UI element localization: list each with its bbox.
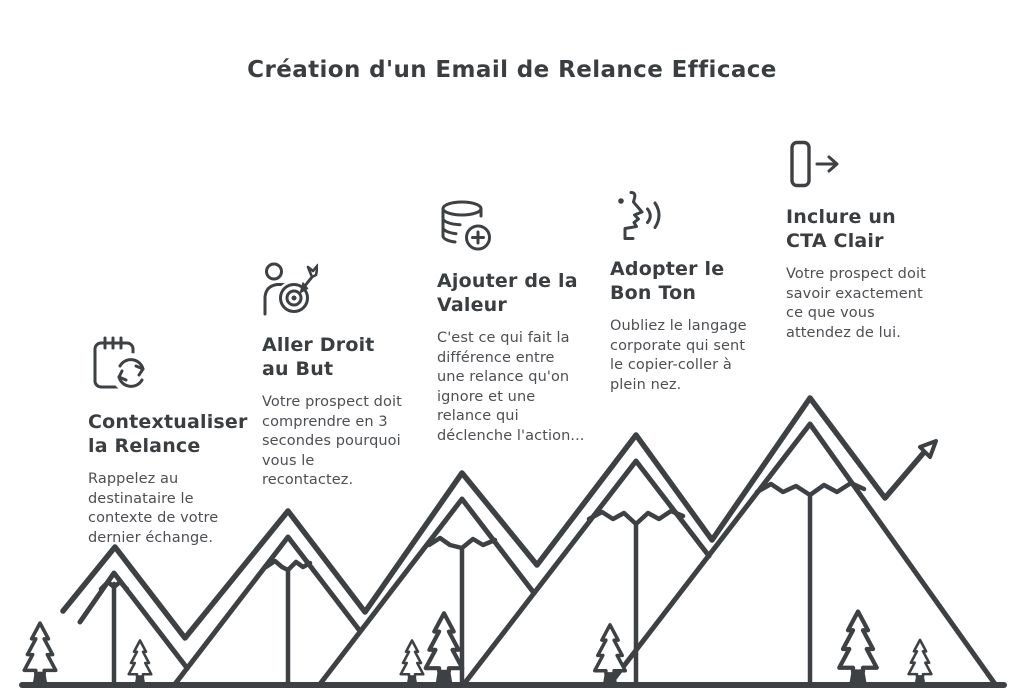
inner-ridge-3: [317, 496, 537, 687]
step-1: Contextualiser la Relance Rappelez au de…: [88, 336, 264, 548]
speaking-tone-icon: [610, 190, 786, 244]
inner-ridge-2: [172, 534, 363, 687]
step-3: Ajouter de la Valeur C'est ce qui fait l…: [437, 199, 613, 446]
step-4: Adopter le Bon Ton Oubliez le langage co…: [610, 190, 786, 395]
inner-ridge-5: [607, 421, 998, 687]
pine-tree: [592, 623, 628, 685]
pine-tree: [127, 639, 153, 685]
pine-tree: [839, 612, 877, 683]
step-body: Oubliez le langage corporate qui sent le…: [610, 318, 747, 393]
page-title: Création d'un Email de Relance Efficace: [247, 57, 777, 83]
database-add-icon: [437, 199, 613, 256]
step-title: Contextualiser la Relance: [88, 411, 248, 457]
step-2: Aller Droit au But Votre prospect doit c…: [262, 262, 438, 491]
inner-ridge-1: [77, 570, 190, 671]
pine-tree: [22, 621, 58, 685]
step-title: Inclure un CTA Clair: [786, 206, 896, 252]
cta-arrow-icon: [786, 140, 962, 192]
step-title: Aller Droit au But: [262, 334, 375, 380]
outer-ridgeline: [60, 395, 929, 641]
notepad-refresh-icon: [88, 336, 264, 397]
pine-tree: [399, 639, 425, 685]
step-body: Rappelez au destinataire le contexte de …: [88, 471, 219, 546]
step-title: Adopter le Bon Ton: [610, 258, 725, 304]
step-body: Votre prospect doit comprendre en 3 seco…: [262, 394, 402, 488]
step-body: C'est ce qui fait la différence entre un…: [437, 330, 585, 444]
pine-tree: [907, 638, 933, 685]
inner-ridge-4: [461, 458, 712, 687]
pine-tree: [426, 613, 463, 683]
step-body: Votre prospect doit savoir exactement ce…: [786, 266, 926, 341]
step-5: Inclure un CTA Clair Votre prospect doit…: [786, 140, 962, 343]
prospect-target-icon: [262, 262, 438, 320]
growth-arrowhead: [918, 439, 938, 459]
step-title: Ajouter de la Valeur: [437, 270, 578, 316]
